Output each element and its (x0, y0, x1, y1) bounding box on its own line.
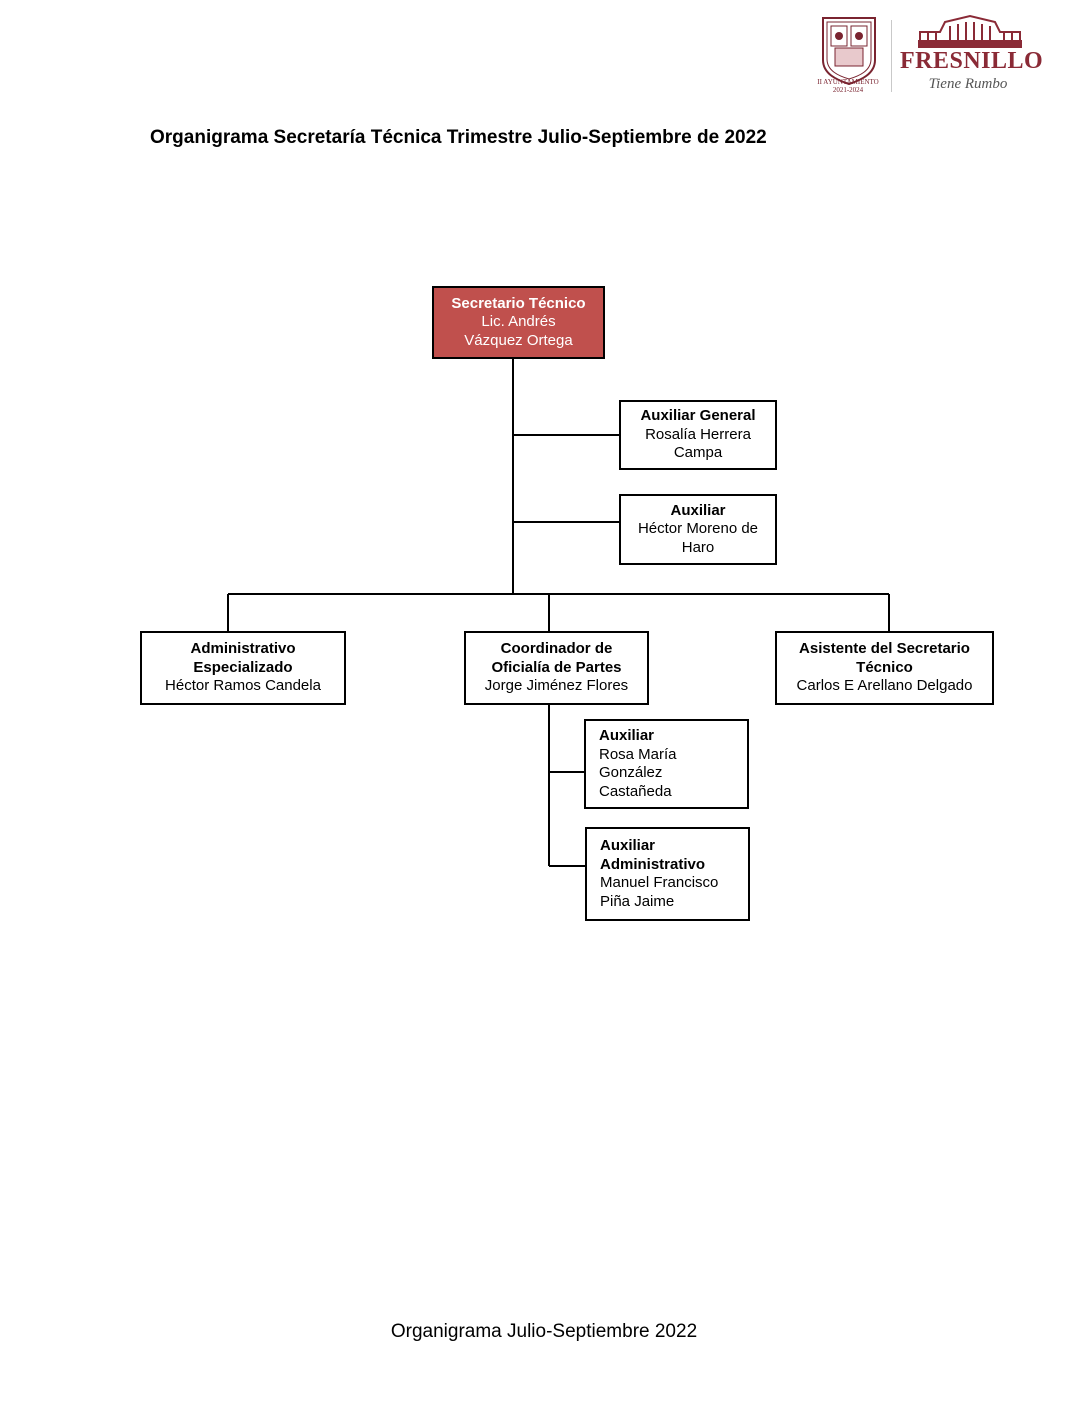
org-box-auxiliar-administrativo: Auxiliar Administrativo Manuel Francisco… (585, 827, 750, 921)
box-name: Piña Jaime (600, 892, 675, 910)
seal-caption: II AYUNTAMIENTO 2021-2024 (808, 78, 888, 94)
box-title: Secretario Técnico (451, 294, 586, 312)
box-name: Haro (681, 538, 715, 556)
box-title: Administrativo (600, 855, 706, 873)
box-name: Lic. Andrés (481, 313, 556, 331)
box-title: Asistente del Secretario (799, 640, 970, 658)
box-title: Oficialía de Partes (491, 658, 622, 676)
box-name: Jorge Jiménez Flores (484, 677, 629, 695)
document-title: Organigrama Secretaría Técnica Trimestre… (150, 127, 767, 148)
brand-tagline: Tiene Rumbo (928, 76, 1008, 92)
org-box-asistente-secretario: Asistente del Secretario Técnico Carlos … (775, 631, 994, 705)
fresnillo-building-logo (918, 14, 1022, 48)
box-title: Coordinador de (500, 640, 613, 658)
brand-name: FRESNILLO (900, 48, 1044, 74)
box-title: Técnico (856, 658, 913, 676)
box-title: Auxiliar (600, 837, 656, 854)
org-box-auxiliar-moreno: Auxiliar Héctor Moreno de Haro (619, 494, 777, 565)
box-name: Campa (673, 444, 723, 462)
box-name: Manuel Francisco (600, 874, 719, 891)
box-title: Especializado (193, 658, 293, 676)
ayuntamiento-seal-logo (822, 17, 876, 86)
footer-caption: Organigrama Julio-Septiembre 2022 (390, 1321, 698, 1342)
org-box-auxiliar-general: Auxiliar General Rosalía Herrera Campa (619, 400, 777, 470)
box-title: Administrativo (190, 640, 296, 658)
box-name: Vázquez Ortega (464, 331, 573, 349)
box-title: Auxiliar (670, 501, 726, 519)
box-name: Rosa María (599, 745, 677, 763)
box-name: Héctor Ramos Candela (165, 677, 321, 695)
seal-caption-line: 2021-2024 (832, 86, 864, 94)
logo-divider (891, 20, 892, 92)
box-name: Héctor Moreno de (637, 520, 759, 538)
box-name: Rosalía Herrera (645, 425, 751, 443)
org-box-auxiliar-gonzalez: Auxiliar Rosa María González Castañeda (584, 719, 749, 809)
box-name: Carlos E Arellano Delgado (796, 677, 973, 695)
seal-caption-line: II AYUNTAMIENTO (817, 78, 879, 86)
box-title: Auxiliar General (640, 407, 756, 425)
org-box-administrativo-especializado: Administrativo Especializado Héctor Ramo… (140, 631, 346, 705)
org-box-coordinador-oficialia: Coordinador de Oficialía de Partes Jorge… (464, 631, 649, 705)
box-title: Auxiliar (599, 727, 655, 744)
box-name: González (599, 764, 663, 781)
box-name: Castañeda (599, 782, 672, 800)
org-box-secretario-tecnico: Secretario Técnico Lic. Andrés Vázquez O… (432, 286, 605, 359)
